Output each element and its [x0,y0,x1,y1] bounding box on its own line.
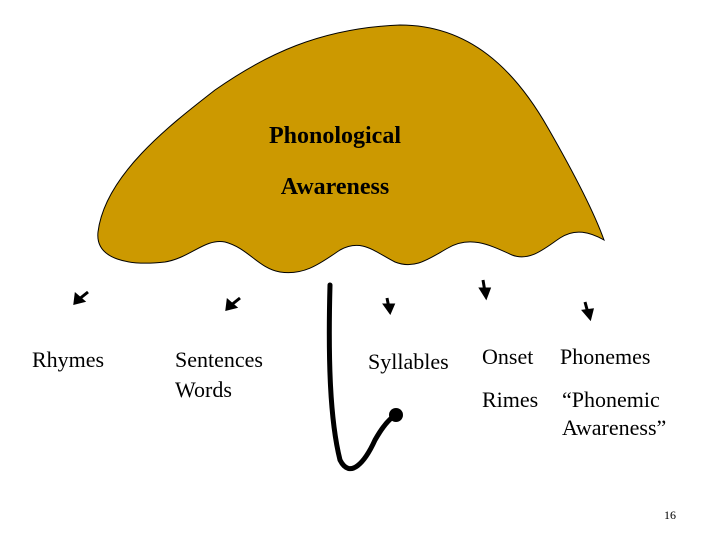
arrow-icon [478,279,492,301]
title-line-1: Phonological [268,123,401,149]
label-phonemes: Phonemes [560,344,651,369]
label-syllables: Syllables [368,349,449,374]
page-number: 16 [664,508,676,522]
arrow-icon [73,290,89,305]
label-rhymes: Rhymes [32,347,105,372]
umbrella-handle [326,282,399,472]
arrow-icon [581,301,594,322]
arrow-icon [382,297,396,316]
umbrella-canopy [97,24,605,274]
arrow-icon [225,296,241,311]
label-onset: Onset [482,344,534,369]
label-rimes: Rimes [482,387,539,412]
label-awareness: Awareness” [562,415,667,440]
label-words: Words [175,377,232,402]
title-line-2: Awareness [280,174,390,200]
label-sentences: Sentences [175,347,263,372]
handle-knob [389,408,403,422]
label-phonemic: “Phonemic [562,387,660,412]
